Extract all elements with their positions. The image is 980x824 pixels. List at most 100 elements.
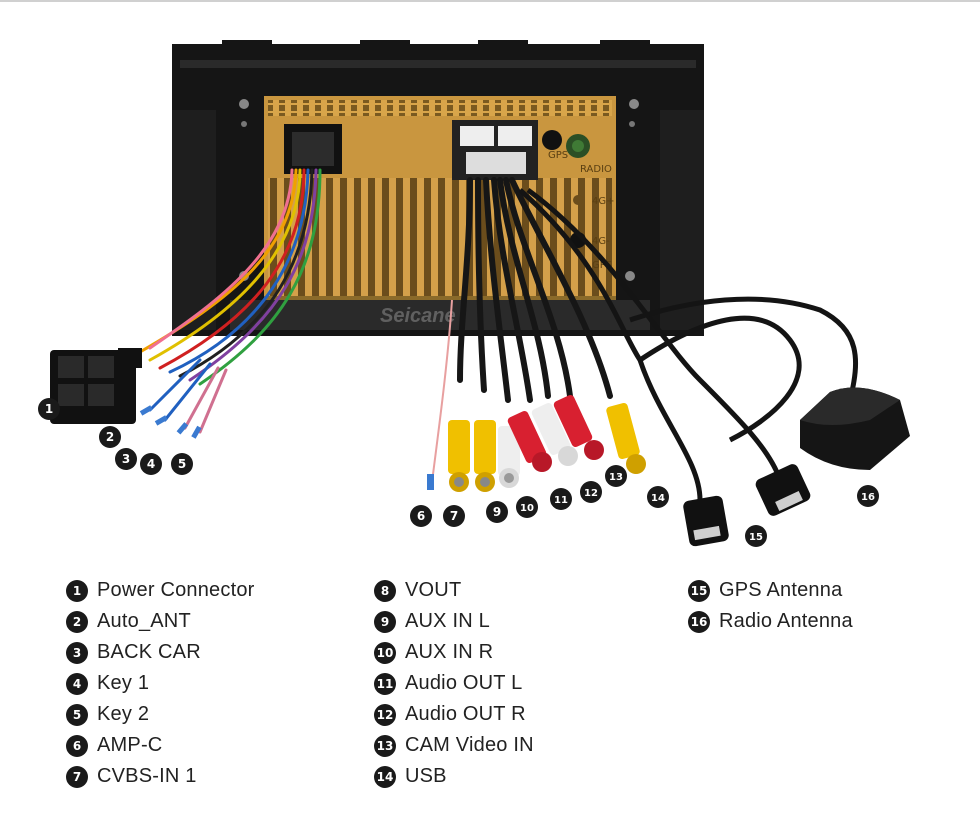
callout-number: 9 <box>493 505 501 519</box>
callout-badge-circle <box>745 525 767 547</box>
port-label-4g-plus: 4G+ <box>592 196 615 207</box>
legend-label: AUX IN L <box>405 610 490 632</box>
legend-number-badge: 5 <box>66 703 88 726</box>
legend-item: 15 GPS Antenna <box>688 575 853 606</box>
port-label-gps-2: GPS <box>592 260 612 271</box>
power-socket <box>284 124 342 174</box>
callout-badge-circle <box>115 448 137 470</box>
screw-icons <box>239 99 639 281</box>
power-harness <box>138 168 322 434</box>
legend-label: USB <box>405 765 447 787</box>
legend-label: Auto_ANT <box>97 610 191 632</box>
legend-item: 14 USB <box>374 761 534 792</box>
port-label-4g-minus: 4G- <box>592 236 610 247</box>
legend-item: 7 CVBS-IN 1 <box>66 761 255 792</box>
legend-label: Audio OUT R <box>405 703 526 725</box>
callout-number: 4 <box>147 457 155 471</box>
callout-badge-circle <box>486 501 508 523</box>
legend-label: Key 2 <box>97 703 150 725</box>
callout-badge-circle <box>99 426 121 448</box>
callout-badge-circle <box>516 496 538 518</box>
callout-number: 2 <box>106 430 114 444</box>
top-divider <box>0 0 980 2</box>
callout-number: 6 <box>417 509 425 523</box>
legend-number-badge: 11 <box>374 672 396 695</box>
callout-number: 10 <box>520 503 534 514</box>
legend-number-badge: 13 <box>374 734 396 757</box>
legend-item: 1 Power Connector <box>66 575 255 606</box>
callout-badge-circle <box>410 505 432 527</box>
legend-label: Power Connector <box>97 579 255 601</box>
legend-column-3: 15 GPS Antenna 16 Radio Antenna <box>688 575 853 637</box>
legend-number-badge: 14 <box>374 765 396 788</box>
callout-number: 3 <box>122 452 130 466</box>
rca-plugs <box>448 395 646 492</box>
legend-number-badge: 3 <box>66 641 88 664</box>
legend-label: CAM Video IN <box>405 734 534 756</box>
legend-number-badge: 2 <box>66 610 88 633</box>
legend-label: AUX IN R <box>405 641 494 663</box>
callout-number: 14 <box>651 493 665 504</box>
legend-number-badge: 1 <box>66 579 88 602</box>
amp-c-tip <box>427 474 434 490</box>
legend-number-badge: 12 <box>374 703 396 726</box>
callout-badge-circle <box>38 398 60 420</box>
legend-item: 10 AUX IN R <box>374 637 534 668</box>
legend-label: VOUT <box>405 579 462 601</box>
callout-badge-circle <box>580 481 602 503</box>
legend-number-badge: 10 <box>374 641 396 664</box>
legend-item: 12 Audio OUT R <box>374 699 534 730</box>
av-socket <box>452 120 538 180</box>
legend-number-badge: 7 <box>66 765 88 788</box>
callout-number: 11 <box>554 495 568 506</box>
legend-number-badge: 9 <box>374 610 396 633</box>
antenna-ports: GPS RADIO 4G+ 4G- GPS <box>542 130 615 271</box>
legend-item: 6 AMP-C <box>66 730 255 761</box>
callout-badge-circle <box>857 485 879 507</box>
callout-number: 13 <box>609 472 623 483</box>
legend-label: CVBS-IN 1 <box>97 765 197 787</box>
brand-watermark: Seicane <box>380 305 456 327</box>
legend-label: BACK CAR <box>97 641 201 663</box>
legend-label: Key 1 <box>97 672 150 694</box>
callout-number: 16 <box>861 492 875 503</box>
legend-label: GPS Antenna <box>719 579 843 601</box>
wiring-diagram: GPS RADIO 4G+ 4G- GPS Seicane <box>38 40 910 547</box>
legend-item: 13 CAM Video IN <box>374 730 534 761</box>
legend-label: AMP-C <box>97 734 163 756</box>
legend-number-badge: 16 <box>688 610 710 633</box>
usb-plug-icons <box>683 464 811 547</box>
callout-number: 12 <box>584 488 598 499</box>
legend-number-badge: 15 <box>688 579 710 602</box>
port-label-radio: RADIO <box>580 164 612 175</box>
legend-item: 16 Radio Antenna <box>688 606 853 637</box>
legend-item: 3 BACK CAR <box>66 637 255 668</box>
legend-number-badge: 6 <box>66 734 88 757</box>
callout-badge-circle <box>605 465 627 487</box>
usb-cables <box>518 187 858 501</box>
av-cables <box>457 177 613 403</box>
callout-badge-circle <box>443 505 465 527</box>
callout-badge-circle <box>140 453 162 475</box>
legend-label: Radio Antenna <box>719 610 853 632</box>
power-connector <box>50 348 142 424</box>
wire-tips <box>139 405 202 439</box>
amp-c-wire <box>431 299 453 483</box>
callout-number: 5 <box>178 457 186 471</box>
gps-antenna-icon <box>800 387 910 470</box>
callout-badge-circle <box>647 486 669 508</box>
legend-item: 5 Key 2 <box>66 699 255 730</box>
callout-number: 15 <box>749 532 763 543</box>
legend-item: 9 AUX IN L <box>374 606 534 637</box>
callout-badge-circle <box>171 453 193 475</box>
callout-number: 7 <box>450 509 458 523</box>
legend-item: 2 Auto_ANT <box>66 606 255 637</box>
port-label-gps: GPS <box>548 150 568 161</box>
callout-number: 1 <box>45 402 53 416</box>
